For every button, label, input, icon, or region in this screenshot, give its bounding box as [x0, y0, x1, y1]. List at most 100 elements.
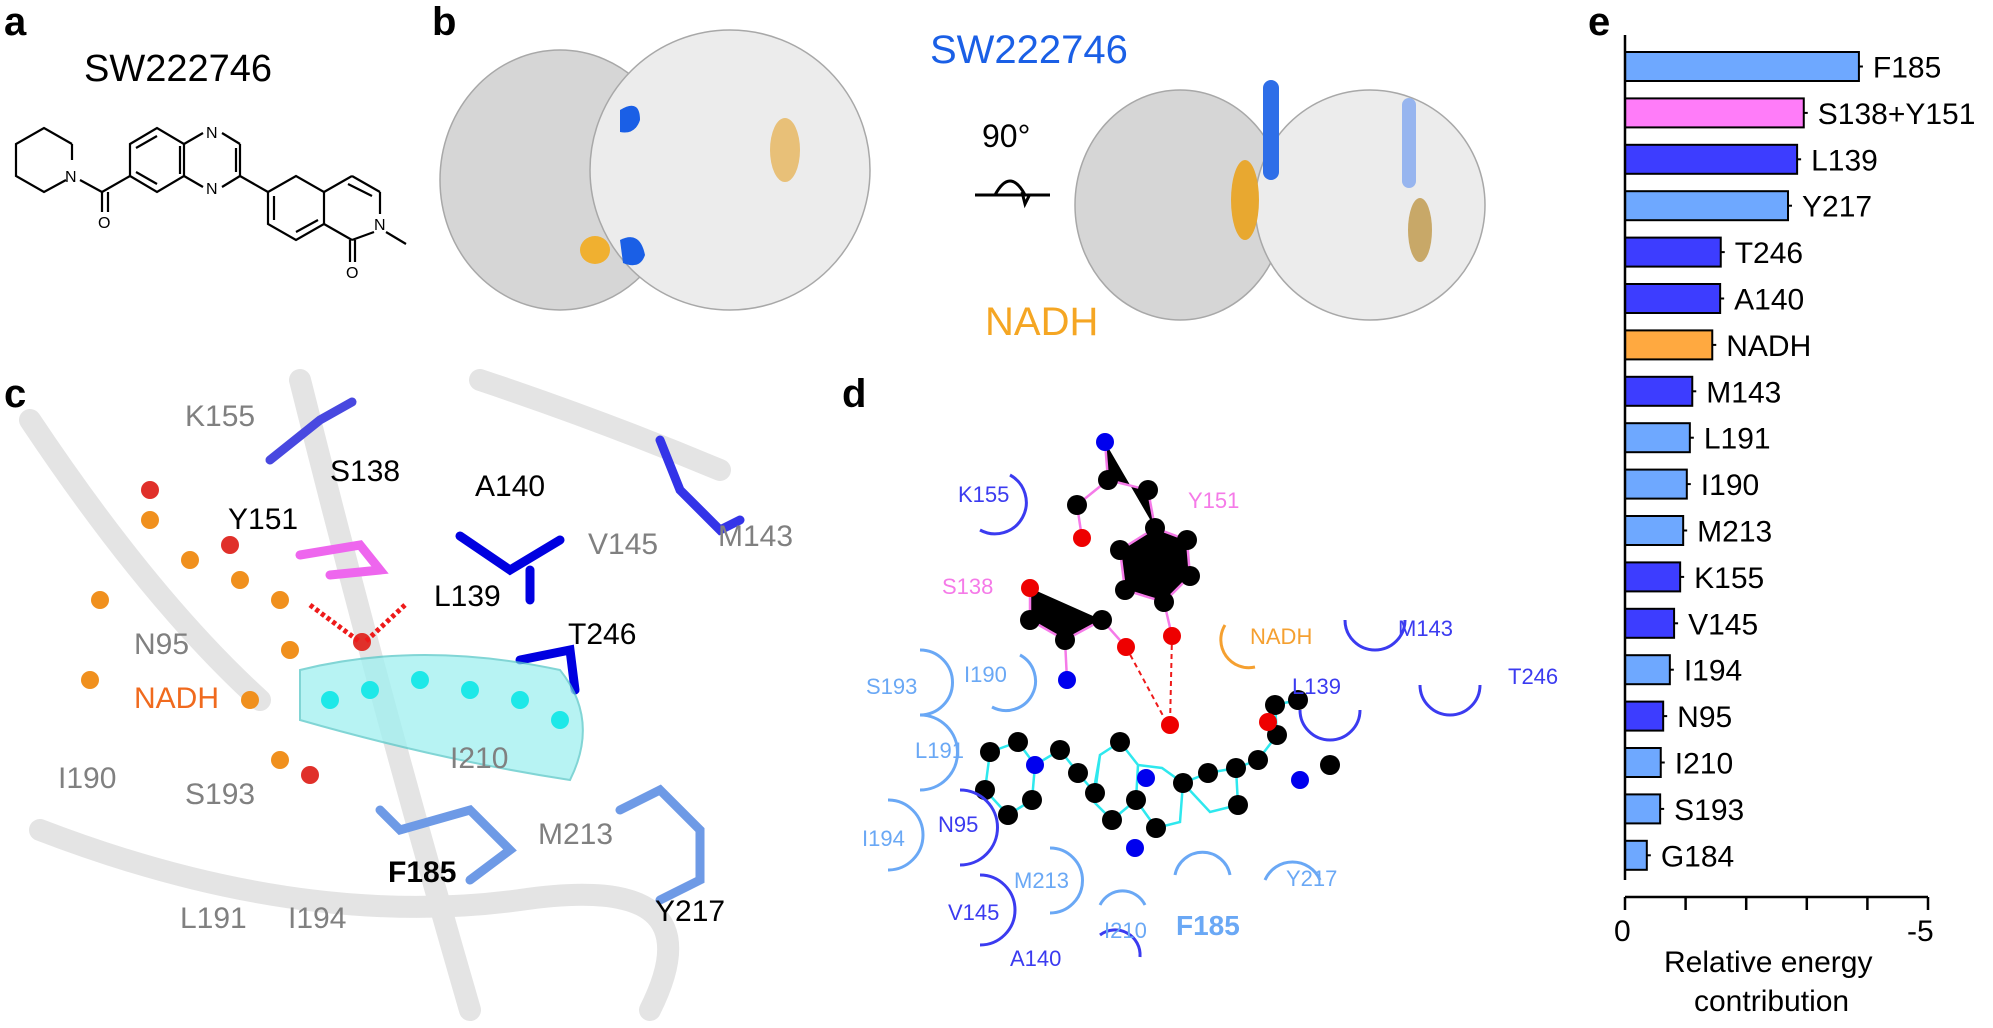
hydrophobic-arcs — [887, 473, 1482, 958]
atom-n-bottom: N — [206, 181, 218, 198]
bar-label: T246 — [1735, 237, 1803, 270]
bar-label: S138+Y151 — [1818, 98, 1976, 131]
bar-i210 — [1624, 747, 1662, 778]
bar-label: I190 — [1701, 469, 1759, 502]
bar-n95 — [1624, 700, 1665, 732]
bar-label: S193 — [1674, 794, 1744, 827]
compound-name: SW222746 — [84, 48, 273, 90]
bar-g184 — [1624, 839, 1648, 871]
lig-residue-m213: M213 — [1014, 868, 1070, 893]
bar-s138-y151 — [1624, 97, 1805, 129]
bar-label: N95 — [1677, 701, 1732, 734]
bar-label: Y217 — [1802, 191, 1872, 224]
atom-n-piperidine: N — [65, 169, 77, 186]
bar-label: V145 — [1688, 608, 1758, 641]
residue-label-l139: L139 — [434, 580, 501, 613]
bar-nadh — [1624, 329, 1714, 361]
bar-label: NADH — [1726, 330, 1811, 363]
x-tick-neg5: -5 — [1907, 915, 1934, 948]
residue-label-n95: N95 — [134, 628, 190, 661]
cryoem-density-maps — [439, 29, 1486, 321]
bar-k155 — [1624, 561, 1682, 593]
bar-s193 — [1624, 793, 1662, 825]
bar-label: F185 — [1873, 52, 1941, 85]
residue-label-m143: M143 — [718, 520, 794, 553]
nadh-density-orange — [580, 118, 1432, 264]
residue-label-m213: M213 — [538, 818, 614, 851]
residue-label-v145: V145 — [588, 528, 659, 561]
atom-n-methyl: N — [374, 217, 386, 234]
lig-residue-t246: T246 — [1508, 664, 1559, 689]
atom-o-lactam: O — [346, 265, 358, 282]
residue-label-i210: I210 — [450, 742, 509, 775]
lig-residue-i210: I210 — [1104, 918, 1147, 943]
lig-residue-y217: Y217 — [1286, 866, 1338, 891]
bar-label: L139 — [1811, 144, 1878, 177]
bar-label: I210 — [1675, 748, 1733, 781]
bar-label: I194 — [1684, 655, 1742, 688]
residue-label-i194: I194 — [288, 902, 347, 935]
ligand-density-blue — [620, 80, 1416, 266]
residue-label-nadh: NADH — [134, 682, 220, 715]
ligand-atoms — [975, 433, 1340, 857]
lig-residue-f185: F185 — [1176, 910, 1240, 941]
residue-label-s193: S193 — [185, 778, 256, 811]
rotation-label: 90° — [982, 118, 1031, 154]
chemical-structure: N O N N N O — [14, 125, 407, 282]
bar-i190 — [1624, 468, 1688, 500]
bar-label: L191 — [1704, 423, 1771, 456]
residue-label-s138: S138 — [330, 455, 401, 488]
bar-label: M213 — [1697, 516, 1772, 549]
bar-v145 — [1624, 607, 1676, 639]
bar-label: K155 — [1694, 562, 1764, 595]
panel-label-d: d — [842, 372, 867, 416]
panel-label-b: b — [432, 0, 457, 44]
bar-label: M143 — [1706, 376, 1781, 409]
lig-residue-y151: Y151 — [1188, 488, 1240, 513]
lig-residue-l191: L191 — [915, 738, 964, 763]
bar-m213 — [1624, 515, 1685, 546]
atom-n-top: N — [206, 125, 218, 142]
residue-label-t246: T246 — [568, 618, 637, 651]
x-axis-label-line1: Relative energy — [1664, 946, 1873, 979]
lig-residue-k155: K155 — [958, 482, 1010, 507]
residue-label-i190: I190 — [58, 762, 117, 795]
residue-label-y151: Y151 — [228, 503, 299, 536]
bar-f185 — [1624, 51, 1860, 82]
binding-pocket-3d — [19, 369, 745, 1021]
panel-label-a: a — [4, 0, 27, 44]
lig-residue-s138: S138 — [942, 574, 994, 599]
lig-residue-m143: M143 — [1398, 616, 1454, 641]
atom-o-carbonyl: O — [98, 215, 110, 232]
panel-label-c: c — [4, 372, 27, 416]
bar-a140 — [1624, 283, 1722, 314]
lig-residue-nadh: NADH — [1250, 624, 1313, 649]
lig-residue-s193: S193 — [866, 674, 918, 699]
lig-residue-l139: L139 — [1292, 674, 1341, 699]
lig-residue-i194: I194 — [862, 826, 905, 851]
residue-label-a140: A140 — [475, 470, 546, 503]
bar-m143 — [1624, 375, 1694, 407]
bar-y217 — [1624, 190, 1790, 222]
cofactor-label: NADH — [985, 300, 1099, 344]
residue-label-f185: F185 — [388, 856, 457, 889]
residue-label-l191: L191 — [180, 902, 247, 935]
x-axis-label-line2: contribution — [1694, 985, 1850, 1018]
ligplot-diagram — [887, 433, 1482, 958]
panel-label-e: e — [1588, 0, 1611, 44]
lig-residue-n95: N95 — [938, 812, 979, 837]
x-tick-0: 0 — [1614, 915, 1631, 948]
bar-l191 — [1624, 422, 1691, 454]
bar-label: A140 — [1734, 284, 1804, 317]
lig-residue-i190: I190 — [964, 662, 1007, 687]
residue-label-y217: Y217 — [655, 895, 726, 928]
rotation-arrow-icon — [975, 179, 1050, 209]
bar-i194 — [1624, 654, 1671, 686]
bar-l139 — [1624, 143, 1799, 175]
lig-residue-a140: A140 — [1010, 946, 1062, 971]
lig-residue-v145: V145 — [948, 900, 1000, 925]
bar-t246 — [1624, 236, 1722, 268]
ligand-label: SW222746 — [930, 28, 1128, 72]
